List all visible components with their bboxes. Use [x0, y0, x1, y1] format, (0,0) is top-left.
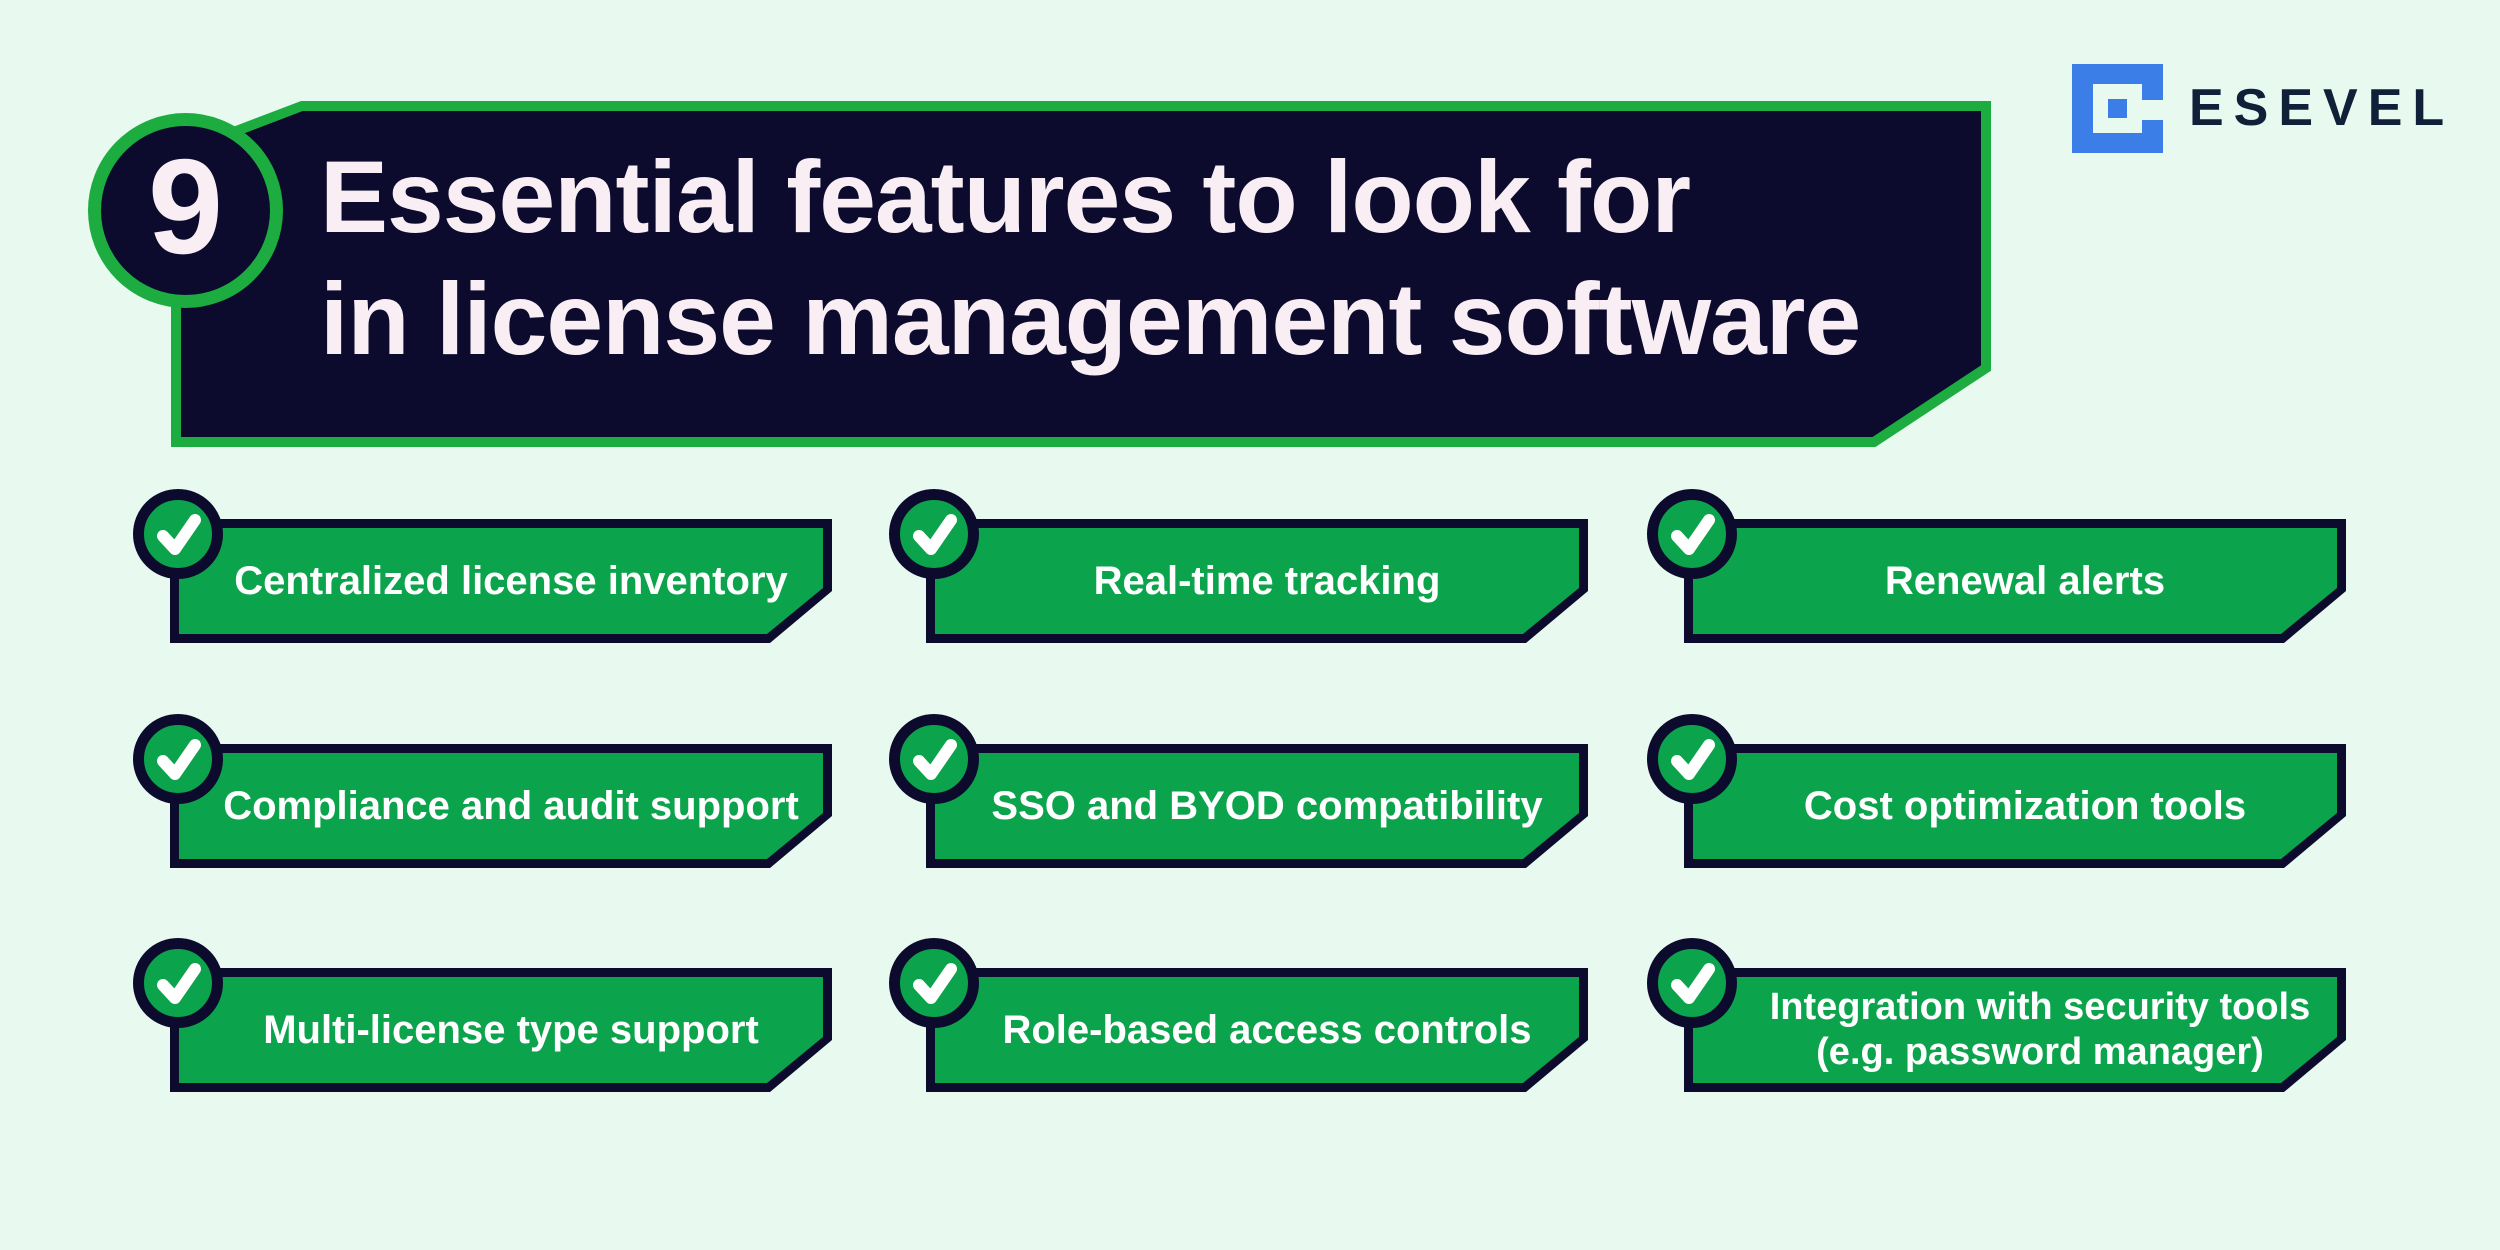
feature-card: SSO and BYOD compatibility — [926, 744, 1588, 868]
check-icon — [889, 714, 979, 804]
check-icon — [889, 489, 979, 579]
check-icon — [889, 938, 979, 1028]
feature-card: Compliance and audit support — [170, 744, 832, 868]
feature-label-line2: (e.g. password manager) — [1816, 1031, 2264, 1073]
esevel-logo-text: ESEVEL — [2189, 79, 2455, 137]
check-icon — [1647, 714, 1737, 804]
feature-label: Compliance and audit support — [223, 783, 799, 828]
feature-label: Role-based access controls — [1002, 1007, 1532, 1052]
feature-card: Real-time tracking — [926, 519, 1588, 643]
check-icon — [133, 938, 223, 1028]
feature-card: Centralized license inventory — [170, 519, 832, 643]
check-icon — [1647, 489, 1737, 579]
feature-label: Cost optimization tools — [1803, 783, 2247, 828]
feature-card: Renewal alerts — [1684, 519, 2346, 643]
page-title: Essential features to look for in licens… — [320, 136, 1940, 380]
number-badge-value: 9 — [147, 131, 224, 282]
feature-card: Integration with security tools (e.g. pa… — [1684, 968, 2346, 1092]
esevel-logo: ESEVEL — [2072, 64, 2454, 153]
check-icon — [1647, 938, 1737, 1028]
feature-label: Renewal alerts — [1884, 558, 2166, 603]
check-icon — [133, 489, 223, 579]
feature-card: Multi-license type support — [170, 968, 832, 1092]
feature-card: Cost optimization tools — [1684, 744, 2346, 868]
feature-label: Integration with security tools — [1769, 986, 2311, 1028]
feature-label: Centralized license inventory — [234, 558, 788, 603]
feature-label: Multi-license type support — [263, 1007, 759, 1052]
feature-card: Role-based access controls — [926, 968, 1588, 1092]
feature-label: Real-time tracking — [1093, 558, 1441, 603]
page-title-line1: Essential features to look for — [320, 140, 1691, 254]
feature-label: SSO and BYOD compatibility — [991, 783, 1543, 828]
page-title-line2: in license management software — [320, 262, 1861, 376]
esevel-logo-icon — [2072, 64, 2163, 153]
number-badge: 9 — [88, 113, 283, 308]
check-icon — [133, 714, 223, 804]
